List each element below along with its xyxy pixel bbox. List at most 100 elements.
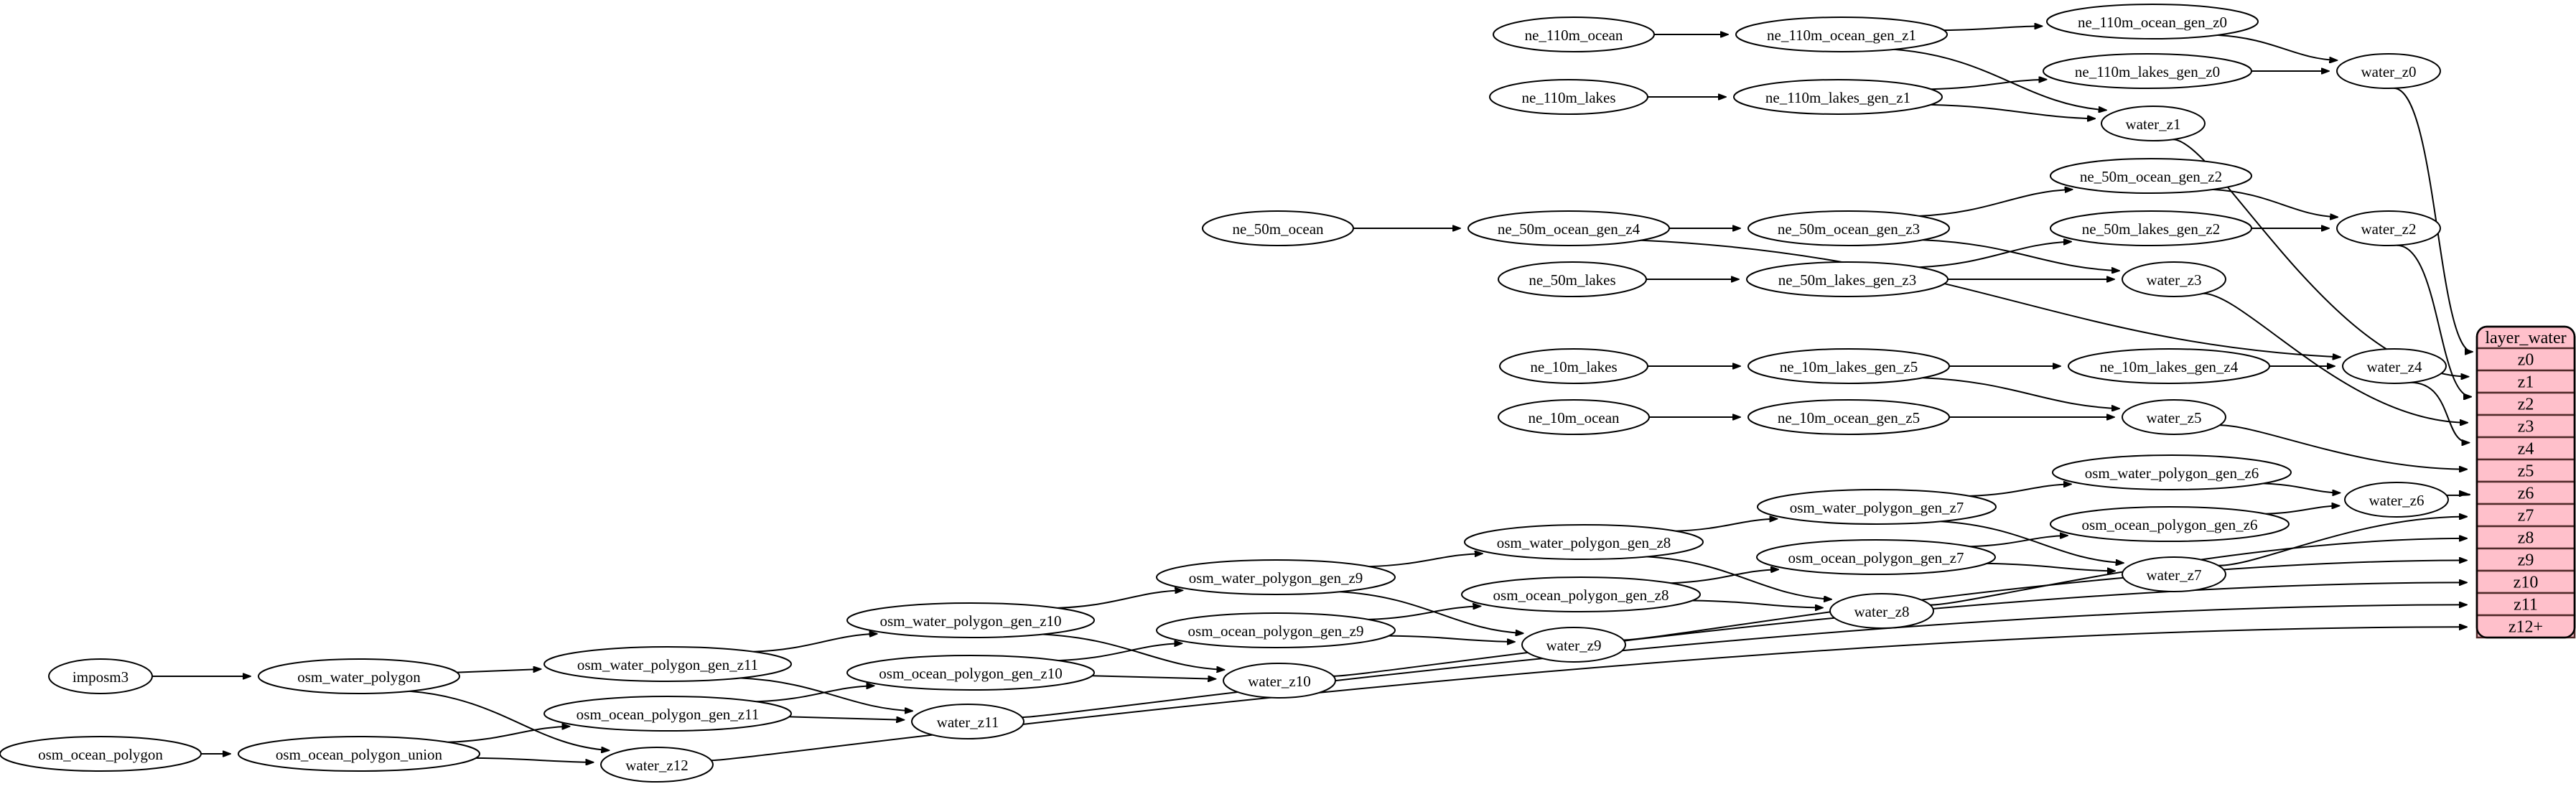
node-osm_ocean_polygon[interactable]: osm_ocean_polygon bbox=[0, 736, 202, 772]
node-shape[interactable] bbox=[2068, 348, 2270, 384]
node-shape[interactable] bbox=[1156, 612, 1396, 648]
node-ne_50m_lakes_gen_z2[interactable]: ne_50m_lakes_gen_z2 bbox=[2050, 210, 2252, 246]
node-ne_110m_lakes[interactable]: ne_110m_lakes bbox=[1489, 79, 1648, 115]
node-ne_10m_ocean[interactable]: ne_10m_ocean bbox=[1498, 399, 1650, 435]
node-shape[interactable] bbox=[1829, 593, 1934, 629]
node-shape[interactable] bbox=[0, 736, 202, 772]
node-shape[interactable] bbox=[2336, 210, 2441, 246]
node-shape[interactable] bbox=[1746, 261, 1949, 297]
node-ne_110m_lakes_gen_z0[interactable]: ne_110m_lakes_gen_z0 bbox=[2043, 53, 2252, 89]
node-shape[interactable] bbox=[1156, 559, 1396, 595]
node-ne_50m_ocean_gen_z4[interactable]: ne_50m_ocean_gen_z4 bbox=[1467, 210, 1670, 246]
node-ne_50m_lakes_gen_z3[interactable]: ne_50m_lakes_gen_z3 bbox=[1746, 261, 1949, 297]
node-shape[interactable] bbox=[1747, 348, 1950, 384]
node-shape[interactable] bbox=[543, 696, 792, 732]
node-osm_ocean_polygon_gen_z10[interactable]: osm_ocean_polygon_gen_z10 bbox=[846, 655, 1095, 691]
node-shape[interactable] bbox=[1521, 627, 1626, 663]
node-shape[interactable] bbox=[2046, 4, 2259, 39]
node-shape[interactable] bbox=[1223, 663, 1336, 699]
node-shape[interactable] bbox=[238, 736, 480, 772]
layer-water-table[interactable]: layer_waterz0z1z2z3z4z5z6z7z8z9z10z11z12… bbox=[2475, 325, 2576, 639]
node-ne_110m_ocean_gen_z0[interactable]: ne_110m_ocean_gen_z0 bbox=[2046, 4, 2259, 39]
node-shape[interactable] bbox=[2342, 348, 2447, 384]
node-osm_ocean_polygon_gen_z6[interactable]: osm_ocean_polygon_gen_z6 bbox=[2050, 506, 2290, 542]
node-osm_ocean_polygon_gen_z9[interactable]: osm_ocean_polygon_gen_z9 bbox=[1156, 612, 1396, 648]
node-shape[interactable] bbox=[911, 704, 1025, 739]
node-shape[interactable] bbox=[48, 658, 153, 694]
node-shape[interactable] bbox=[2052, 454, 2292, 490]
node-osm_water_polygon_gen_z11[interactable]: osm_water_polygon_gen_z11 bbox=[543, 646, 792, 682]
node-ne_50m_ocean_gen_z3[interactable]: ne_50m_ocean_gen_z3 bbox=[1747, 210, 1950, 246]
node-shape[interactable] bbox=[2122, 399, 2226, 435]
node-shape[interactable] bbox=[2101, 106, 2206, 141]
node-water_z10[interactable]: water_z10 bbox=[1223, 663, 1336, 699]
node-osm_ocean_polygon_gen_z7[interactable]: osm_ocean_polygon_gen_z7 bbox=[1756, 539, 1996, 575]
node-water_z9[interactable]: water_z9 bbox=[1521, 627, 1626, 663]
node-osm_water_polygon_gen_z9[interactable]: osm_water_polygon_gen_z9 bbox=[1156, 559, 1396, 595]
node-osm_water_polygon[interactable]: osm_water_polygon bbox=[258, 658, 460, 694]
node-ne_50m_ocean_gen_z2[interactable]: ne_50m_ocean_gen_z2 bbox=[2050, 158, 2252, 194]
node-shape[interactable] bbox=[1747, 399, 1950, 435]
node-imposm3[interactable]: imposm3 bbox=[48, 658, 153, 694]
node-water_z0[interactable]: water_z0 bbox=[2336, 53, 2441, 89]
node-ne_50m_ocean[interactable]: ne_50m_ocean bbox=[1202, 210, 1354, 246]
table-row-z12plus[interactable] bbox=[2475, 614, 2576, 639]
node-shape[interactable] bbox=[543, 646, 792, 682]
node-water_z12[interactable]: water_z12 bbox=[600, 747, 714, 783]
node-ne_10m_lakes_gen_z4[interactable]: ne_10m_lakes_gen_z4 bbox=[2068, 348, 2270, 384]
node-water_z4[interactable]: water_z4 bbox=[2342, 348, 2447, 384]
node-shape[interactable] bbox=[2050, 210, 2252, 246]
node-shape[interactable] bbox=[1498, 261, 1647, 297]
node-osm_water_polygon_gen_z7[interactable]: osm_water_polygon_gen_z7 bbox=[1757, 489, 1997, 525]
node-water_z3[interactable]: water_z3 bbox=[2122, 261, 2226, 297]
node-ne_10m_lakes_gen_z5[interactable]: ne_10m_lakes_gen_z5 bbox=[1747, 348, 1950, 384]
node-shape[interactable] bbox=[2336, 53, 2441, 89]
node-ne_10m_lakes[interactable]: ne_10m_lakes bbox=[1499, 348, 1648, 384]
node-shape[interactable] bbox=[1464, 524, 1704, 560]
node-osm_water_polygon_gen_z10[interactable]: osm_water_polygon_gen_z10 bbox=[846, 602, 1095, 638]
node-water_z8[interactable]: water_z8 bbox=[1829, 593, 1934, 629]
table-row-z1[interactable] bbox=[2475, 369, 2576, 394]
node-shape[interactable] bbox=[1493, 17, 1655, 52]
node-shape[interactable] bbox=[600, 747, 714, 783]
node-ne_10m_ocean_gen_z5[interactable]: ne_10m_ocean_gen_z5 bbox=[1747, 399, 1950, 435]
node-shape[interactable] bbox=[1202, 210, 1354, 246]
node-ne_110m_lakes_gen_z1[interactable]: ne_110m_lakes_gen_z1 bbox=[1733, 79, 1943, 115]
node-water_z5[interactable]: water_z5 bbox=[2122, 399, 2226, 435]
node-osm_ocean_polygon_gen_z8[interactable]: osm_ocean_polygon_gen_z8 bbox=[1461, 576, 1701, 612]
node-shape[interactable] bbox=[2050, 506, 2290, 542]
table-row-z5[interactable] bbox=[2475, 458, 2576, 483]
node-shape[interactable] bbox=[1461, 576, 1701, 612]
node-ne_110m_ocean[interactable]: ne_110m_ocean bbox=[1493, 17, 1655, 52]
node-shape[interactable] bbox=[1489, 79, 1648, 115]
node-shape[interactable] bbox=[2050, 158, 2252, 194]
node-ne_50m_lakes[interactable]: ne_50m_lakes bbox=[1498, 261, 1647, 297]
node-shape[interactable] bbox=[2122, 261, 2226, 297]
node-shape[interactable] bbox=[846, 602, 1095, 638]
node-water_z1[interactable]: water_z1 bbox=[2101, 106, 2206, 141]
node-osm_ocean_polygon_union[interactable]: osm_ocean_polygon_union bbox=[238, 736, 480, 772]
node-osm_ocean_polygon_gen_z11[interactable]: osm_ocean_polygon_gen_z11 bbox=[543, 696, 792, 732]
node-osm_water_polygon_gen_z6[interactable]: osm_water_polygon_gen_z6 bbox=[2052, 454, 2292, 490]
node-shape[interactable] bbox=[1498, 399, 1650, 435]
node-shape[interactable] bbox=[2043, 53, 2252, 89]
node-shape[interactable] bbox=[1467, 210, 1670, 246]
node-shape[interactable] bbox=[2122, 556, 2226, 592]
table-row-z6[interactable] bbox=[2475, 480, 2576, 505]
node-water_z11[interactable]: water_z11 bbox=[911, 704, 1025, 739]
node-osm_water_polygon_gen_z8[interactable]: osm_water_polygon_gen_z8 bbox=[1464, 524, 1704, 560]
node-shape[interactable] bbox=[1499, 348, 1648, 384]
node-shape[interactable] bbox=[1747, 210, 1950, 246]
node-shape[interactable] bbox=[1757, 489, 1997, 525]
node-shape[interactable] bbox=[1735, 17, 1948, 52]
node-water_z2[interactable]: water_z2 bbox=[2336, 210, 2441, 246]
node-shape[interactable] bbox=[2344, 482, 2449, 518]
node-shape[interactable] bbox=[258, 658, 460, 694]
node-shape[interactable] bbox=[846, 655, 1095, 691]
node-shape[interactable] bbox=[1756, 539, 1996, 575]
edge-osm_ocean_polygon_gen_z10-to-osm_ocean_polygon_gen_z9 bbox=[1058, 643, 1182, 662]
node-water_z7[interactable]: water_z7 bbox=[2122, 556, 2226, 592]
node-ne_110m_ocean_gen_z1[interactable]: ne_110m_ocean_gen_z1 bbox=[1735, 17, 1948, 52]
node-water_z6[interactable]: water_z6 bbox=[2344, 482, 2449, 518]
node-shape[interactable] bbox=[1733, 79, 1943, 115]
